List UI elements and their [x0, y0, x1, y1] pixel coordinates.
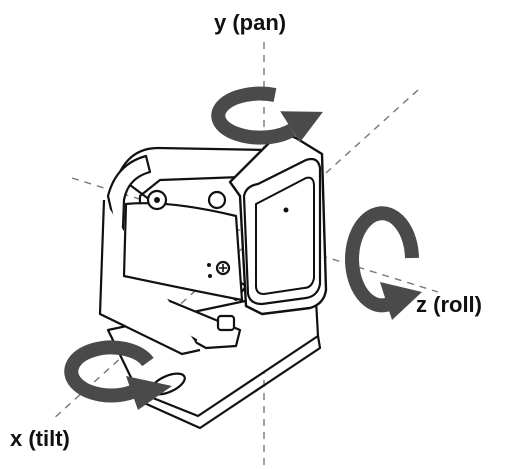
- camera-mount: [122, 189, 244, 332]
- x-axis-line: [51, 89, 419, 421]
- z-roll-label: z (roll): [416, 292, 482, 317]
- camera-lens-dot: [283, 207, 289, 213]
- roll-rotation-arrow: [345, 206, 422, 320]
- y-pan-label: y (pan): [214, 10, 287, 35]
- x-tilt-label: x (tilt): [10, 426, 70, 451]
- tilt-rotation-arrow: [64, 340, 172, 410]
- pivot-knob-right: [207, 190, 227, 210]
- base-bolt: [216, 314, 236, 332]
- pan-rotation-arrow: [211, 86, 323, 145]
- camera-box: [228, 134, 328, 316]
